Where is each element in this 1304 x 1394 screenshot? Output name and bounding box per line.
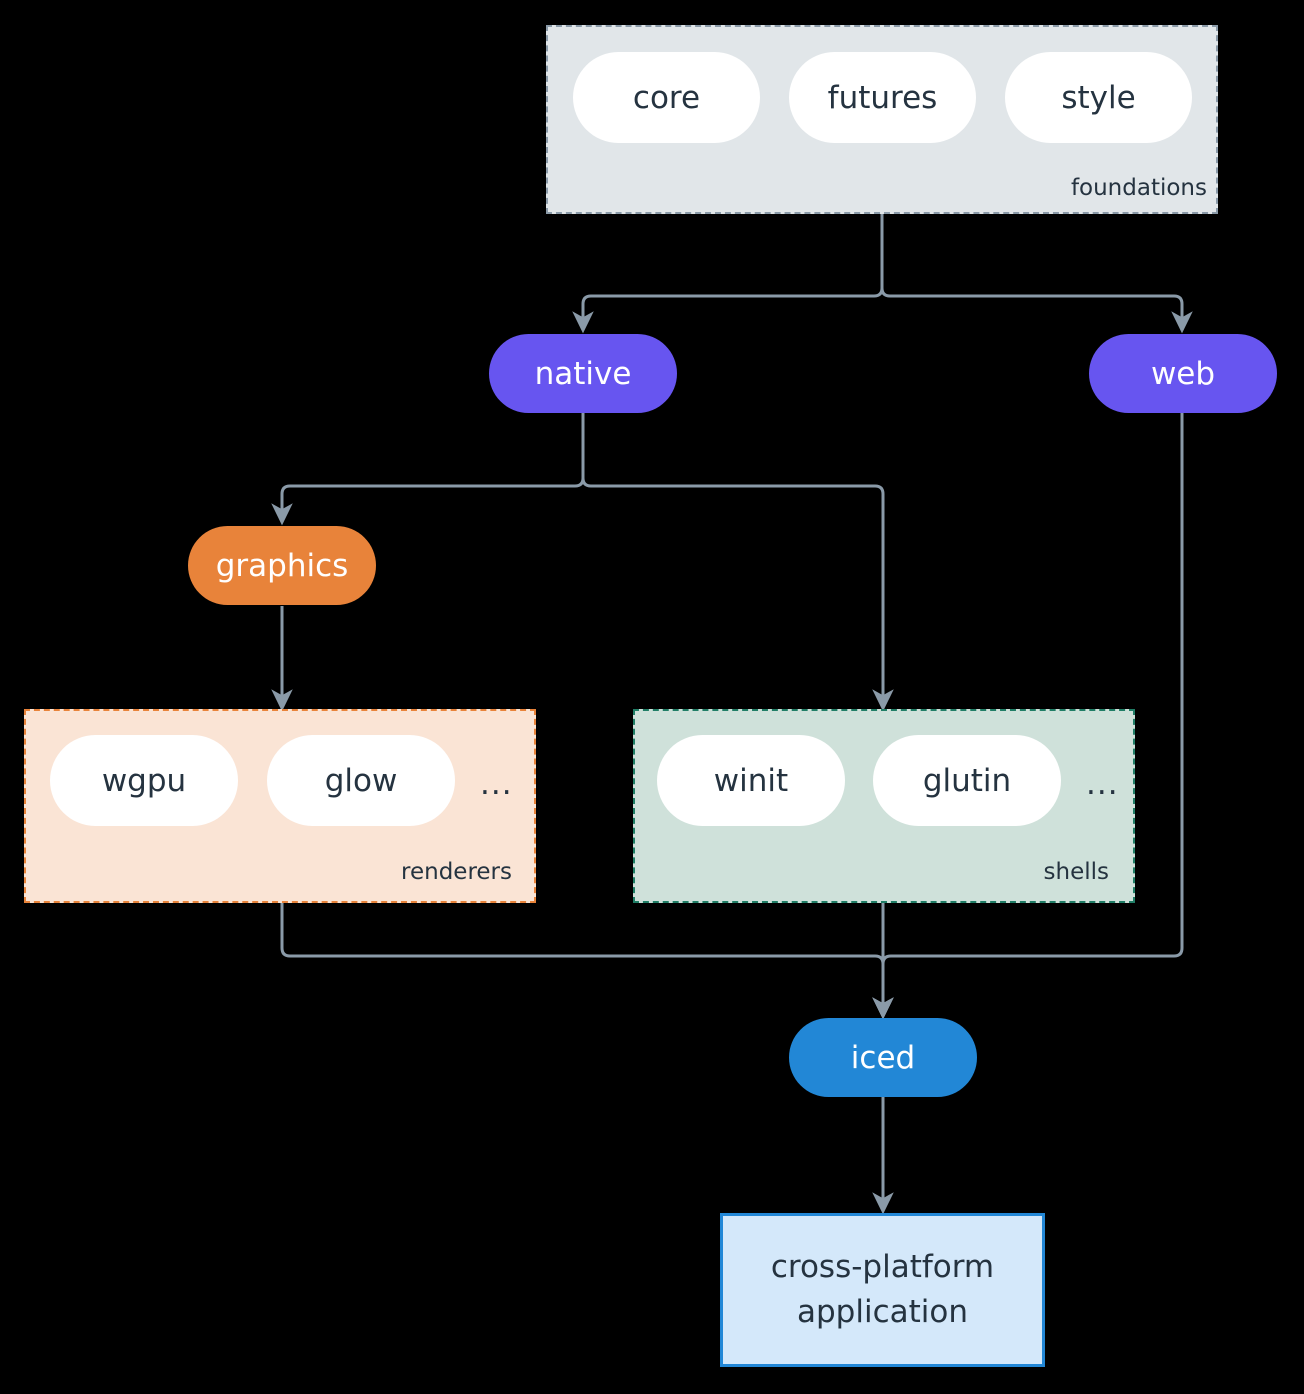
- pill-winit[interactable]: winit: [657, 735, 845, 826]
- pill-style-label: style: [1061, 79, 1136, 116]
- edge-native-graphics: [271, 413, 585, 526]
- group-label-foundations: foundations: [1070, 175, 1207, 201]
- node-iced-label: iced: [850, 1039, 916, 1076]
- shells-overflow-ellipsis: ...: [1086, 766, 1119, 802]
- pill-wgpu[interactable]: wgpu: [50, 735, 238, 826]
- node-web[interactable]: web: [1089, 334, 1277, 413]
- pill-glow-label: glow: [324, 762, 398, 799]
- pill-style[interactable]: style: [1005, 52, 1192, 143]
- pill-glutin-label: glutin: [922, 762, 1012, 799]
- node-native-label: native: [534, 355, 632, 392]
- node-graphics[interactable]: graphics: [188, 526, 376, 605]
- node-application[interactable]: cross-platform application: [720, 1213, 1045, 1367]
- node-application-label-line1: cross-platform: [770, 1249, 995, 1286]
- edge-foundations-web: [880, 214, 1193, 334]
- pill-core-label: core: [632, 79, 701, 116]
- node-web-label: web: [1150, 355, 1216, 392]
- pill-core[interactable]: core: [573, 52, 760, 143]
- renderers-overflow-ellipsis: ...: [480, 766, 513, 802]
- pill-futures-label: futures: [827, 79, 938, 116]
- node-graphics-label: graphics: [215, 547, 349, 584]
- pill-futures[interactable]: futures: [789, 52, 976, 143]
- group-label-shells: shells: [1043, 859, 1109, 885]
- edge-renderers-iced: [280, 903, 894, 1020]
- pill-winit-label: winit: [713, 762, 789, 799]
- pill-wgpu-label: wgpu: [101, 762, 187, 799]
- edge-foundations-native: [572, 214, 884, 334]
- node-native[interactable]: native: [489, 334, 677, 413]
- node-application-label-line2: application: [797, 1294, 968, 1330]
- pill-glutin[interactable]: glutin: [873, 735, 1061, 826]
- node-iced[interactable]: iced: [789, 1018, 977, 1097]
- edge-native-shells: [581, 413, 894, 712]
- pill-glow[interactable]: glow: [267, 735, 455, 826]
- group-label-renderers: renderers: [401, 859, 512, 885]
